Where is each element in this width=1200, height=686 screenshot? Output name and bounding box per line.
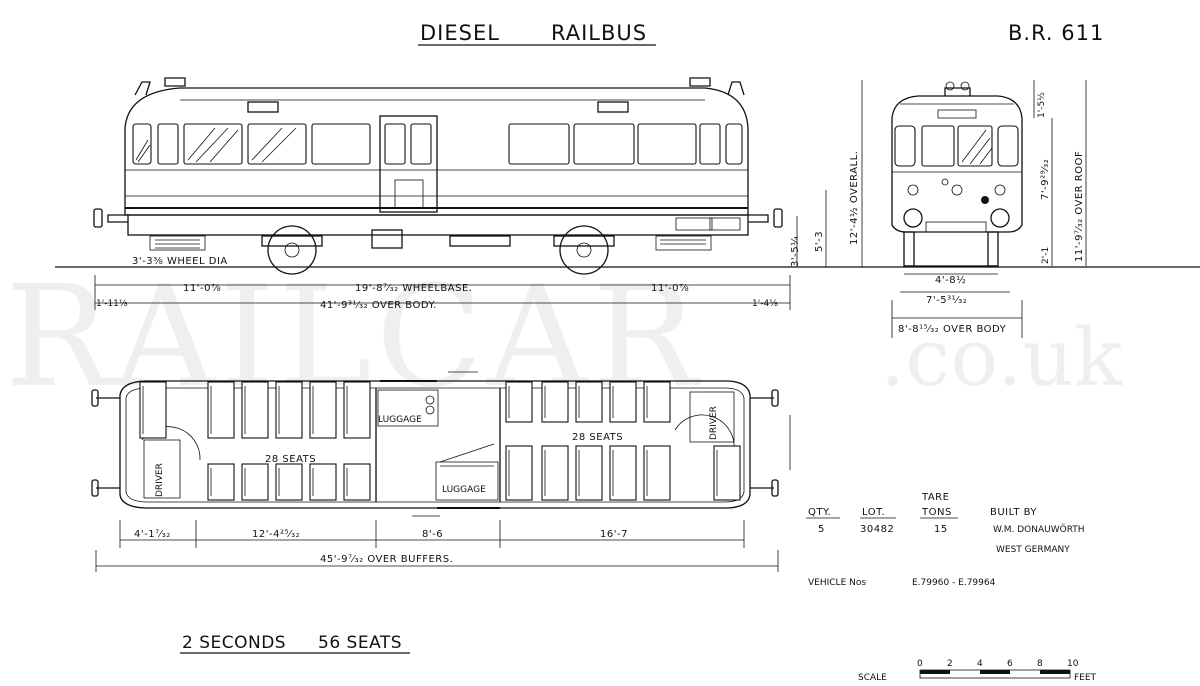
dim-plan-saloon-b: 16'-7	[600, 529, 628, 540]
scale-unit: FEET	[1074, 673, 1097, 683]
scale-tick-label: 8	[1037, 659, 1043, 669]
vehicle-nos-range: E.79960 - E.79964	[912, 578, 996, 588]
dim-right-buffer: 1'-4⅛	[752, 299, 778, 309]
scale-tick-label: 10	[1067, 659, 1079, 669]
cell-tare: 15	[934, 524, 948, 535]
scale-tick-label: 0	[917, 659, 923, 669]
drawing-ref: B.R. 611	[1008, 21, 1104, 45]
seats-label-b: 28 SEATS	[572, 432, 623, 443]
dim-plan-over-buffers: 45'-9⁷⁄₃₂ OVER BUFFERS.	[320, 554, 453, 565]
title-right: RAILBUS	[551, 21, 647, 45]
plan-seats	[139, 381, 741, 501]
dim-plan-end: 4'-1⁷⁄₃₂	[134, 529, 171, 540]
dim-end-top: 1'-5½	[1037, 92, 1047, 118]
scale-bar: SCALE 0 2 4 6 8 10 FEET	[858, 659, 1097, 683]
title-left: DIESEL	[420, 21, 500, 45]
dim-over-body: 41'-9³¹⁄₃₂ OVER BODY.	[320, 300, 437, 311]
col-tare-top: TARE	[921, 492, 949, 503]
plan-seat	[275, 381, 303, 439]
scale-tick-label: 4	[977, 659, 983, 669]
cell-builder-1: W.M. DONAUWÖRTH	[993, 524, 1085, 535]
plan-seat	[609, 445, 637, 501]
plan-seat	[207, 463, 235, 501]
watermark-suffix: .co.uk	[880, 311, 1124, 404]
scale-tick-label: 2	[947, 659, 953, 669]
drawing-title: DIESEL RAILBUS B.R. 611	[418, 21, 1104, 46]
side-elevation	[55, 77, 1200, 275]
plan-seat	[241, 381, 269, 439]
luggage-label-a: LUGGAGE	[378, 415, 422, 425]
side-dimensions: 3'-3⅜ WHEEL DIA 11'-0⅞ 19'-8⁷⁄₃₂ WHEELBA…	[94, 80, 863, 311]
plan-seat	[139, 381, 167, 439]
dim-wheel-dia: 3'-3⅜ WHEEL DIA	[132, 256, 228, 267]
info-table: TARE QTY. LOT. TONS BUILT BY 5 30482 15 …	[806, 492, 1085, 555]
dim-bogie-width: 4'-8½	[935, 274, 966, 286]
summary-classes: 2 SECONDS	[182, 633, 286, 653]
cell-lot: 30482	[860, 524, 894, 535]
vehicle-nos-label: VEHICLE Nos	[808, 578, 866, 588]
plan-dimensions: 4'-1⁷⁄₃₂ 12'-4²⁵⁄₃₂ 8'-6 16'-7 45'-9⁷⁄₃₂…	[95, 415, 791, 572]
col-built-by: BUILT BY	[990, 507, 1037, 518]
plan-seat	[541, 445, 569, 501]
scale-segment	[980, 670, 1010, 674]
plan-seat	[275, 463, 303, 501]
plan-seat	[505, 445, 533, 501]
scale-segment	[920, 670, 950, 674]
plan-labels: 28 SEATS 28 SEATS LUGGAGE LUGGAGE DRIVER…	[155, 406, 719, 497]
driver-label-a: DRIVER	[155, 463, 165, 497]
end-elevation	[891, 81, 1023, 267]
dim-left-buffer: 1'-11⅛	[96, 299, 128, 309]
dim-overall-height: 12'-4½ OVERALL.	[848, 151, 860, 245]
plan-seat	[505, 381, 533, 423]
plan-seat	[575, 381, 603, 423]
plan-seat	[643, 445, 671, 501]
col-lot: LOT.	[862, 507, 885, 518]
summary-seats: 56 SEATS	[318, 633, 402, 653]
end-dimensions: 1'-5½ 7'-9²⁹⁄₃₂ 11'-9⁷⁄₃₂ OVER ROOF 2'-1…	[891, 80, 1087, 338]
cell-qty: 5	[818, 524, 825, 535]
plan-seat	[541, 381, 569, 423]
dim-buffer-height: 5'-3	[814, 231, 825, 252]
dim-end-over-body: 8'-8¹⁵⁄₃₂ OVER BODY	[898, 324, 1007, 335]
scale-tick-label: 6	[1007, 659, 1013, 669]
plan-seat	[309, 381, 337, 439]
summary: 2 SECONDS 56 SEATS	[180, 633, 410, 654]
scale-ticks: 0 2 4 6 8 10	[917, 659, 1079, 669]
driver-label-b: DRIVER	[709, 406, 719, 440]
dim-wheelbase: 19'-8⁷⁄₃₂ WHEELBASE.	[355, 283, 472, 294]
dim-right-overhang: 11'-0⅞	[651, 283, 689, 294]
dim-floor-height: 3'-5¼	[789, 236, 801, 267]
scale-segment	[1040, 670, 1070, 674]
plan-seat	[575, 445, 603, 501]
plan-seat	[207, 381, 235, 439]
scale-label: SCALE	[858, 673, 887, 683]
luggage-label-b: LUGGAGE	[442, 485, 486, 495]
seats-label-a: 28 SEATS	[265, 454, 316, 465]
dim-plan-saloon-a: 12'-4²⁵⁄₃₂	[252, 529, 300, 540]
dim-end-step: 2'-1	[1041, 247, 1051, 264]
plan-seat	[609, 381, 637, 423]
dim-plan-vestibule: 8'-6	[422, 529, 443, 540]
plan-seat	[309, 463, 337, 501]
plan-seat	[643, 381, 671, 423]
plan-seat	[343, 463, 371, 501]
plan-seat	[713, 445, 741, 501]
plan-seat	[343, 381, 371, 439]
vehicle-numbers: VEHICLE Nos E.79960 - E.79964	[808, 578, 996, 588]
dim-left-overhang: 11'-0⅞	[183, 283, 221, 294]
col-qty: QTY.	[808, 507, 831, 518]
dim-buffer-centres: 7'-5³¹⁄₃₂	[926, 295, 967, 306]
dim-over-roof: 11'-9⁷⁄₃₂ OVER ROOF	[1074, 151, 1085, 262]
dim-end-body-height: 7'-9²⁹⁄₃₂	[1040, 159, 1051, 200]
cell-builder-2: WEST GERMANY	[996, 545, 1070, 555]
col-tare: TONS	[921, 507, 952, 518]
plan-seat	[241, 463, 269, 501]
